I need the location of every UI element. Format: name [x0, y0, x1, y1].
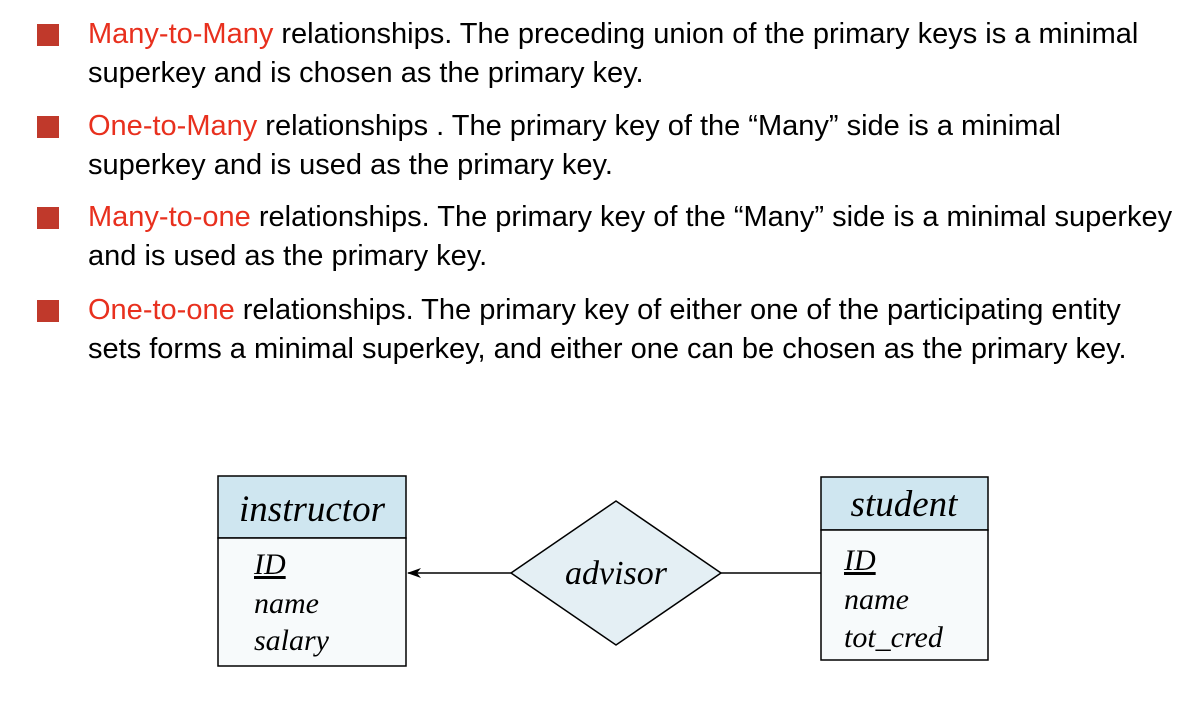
relationship-name: advisor: [565, 555, 668, 592]
entity-name: instructor: [239, 489, 386, 530]
entity-attribute: salary: [254, 624, 330, 657]
entity-attribute: tot_cred: [844, 621, 944, 654]
bullet-description: relationships. The primary key of the “M…: [88, 201, 1173, 272]
bullet-text: Many-to-one relationships. The primary k…: [88, 198, 1178, 275]
entity-attribute: name: [254, 587, 319, 620]
bullet-term: One-to-one: [88, 294, 235, 326]
bullet-term: One-to-Many: [88, 110, 258, 142]
bullet-term: Many-to-one: [88, 201, 251, 233]
relationship-advisor: advisor: [509, 500, 723, 646]
entity-name: student: [851, 484, 960, 525]
entity-student: student ID name tot_cred: [820, 476, 989, 661]
entity-instructor: instructor ID name salary: [217, 475, 407, 667]
bullet-term: Many-to-Many: [88, 18, 274, 50]
bullet-description: relationships. The primary key of either…: [88, 294, 1127, 365]
bullet-text: One-to-Many relationships . The primary …: [88, 107, 1178, 184]
entity-attribute-box: [820, 529, 989, 661]
square-bullet-icon: [37, 24, 59, 46]
bullet-description: relationships . The primary key of the “…: [88, 110, 1061, 181]
square-bullet-icon: [37, 207, 59, 229]
primary-key-attribute: ID: [253, 548, 286, 581]
entity-attribute: name: [844, 583, 909, 616]
square-bullet-icon: [37, 300, 59, 322]
square-bullet-icon: [37, 116, 59, 138]
bullet-text: Many-to-Many relationships. The precedin…: [88, 15, 1178, 92]
bullet-text: One-to-one relationships. The primary ke…: [88, 291, 1178, 368]
bullet-description: relationships. The preceding union of th…: [88, 18, 1139, 89]
primary-key-attribute: ID: [843, 544, 876, 577]
entity-attribute-box: [217, 537, 407, 667]
